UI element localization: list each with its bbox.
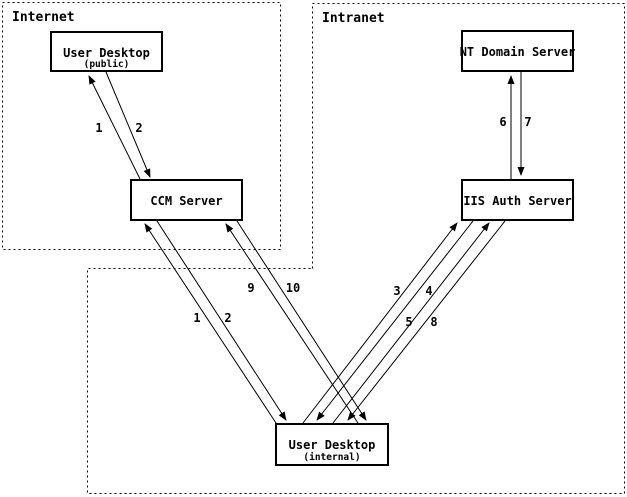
step-label-3: 3: [393, 284, 400, 298]
user-desktop-public-box: [50, 31, 163, 72]
iis-auth-server-title: IIS Auth Server: [463, 194, 571, 208]
flow-step9-line: [225, 223, 359, 424]
step-label-4: 4: [425, 284, 432, 298]
user-desktop-internal-subtitle: (internal): [303, 452, 360, 463]
ccm-server-title: CCM Server: [150, 194, 222, 208]
flow-step4-line: [316, 220, 474, 421]
user-desktop-public-title: User Desktop: [63, 46, 150, 60]
node-user-desktop-internal: User Desktop (internal): [275, 423, 389, 466]
ccm-server-box: [130, 179, 243, 221]
flow-step5-line: [332, 222, 490, 424]
flow-step10-line: [236, 220, 367, 421]
step-label-5: 5: [405, 315, 412, 329]
user-desktop-internal-box: [275, 423, 389, 466]
step-label-2-public: 2: [135, 121, 142, 135]
intranet-and-internal-zone-border: [87, 3, 625, 494]
intranet-zone-label: Intranet: [322, 11, 385, 26]
user-desktop-public-subtitle: (public): [84, 59, 130, 70]
step-label-2-internal: 2: [224, 311, 231, 325]
step-label-6: 6: [499, 115, 506, 129]
step-label-10: 10: [286, 281, 300, 295]
internet-zone-label: Internet: [12, 10, 75, 25]
flow-step2-internal-line: [156, 220, 287, 421]
step-label-8: 8: [430, 315, 437, 329]
step-label-7: 7: [524, 115, 531, 129]
flow-step1-public-line: [88, 75, 141, 180]
nt-domain-server-title: NT Domain Server: [460, 45, 576, 59]
flow-step1-internal-line: [144, 223, 277, 424]
flow-step8-line: [347, 220, 506, 421]
nt-domain-server-box: [461, 30, 574, 72]
iis-auth-server-box: [461, 179, 574, 221]
step-label-1-internal: 1: [193, 311, 200, 325]
node-user-desktop-public: User Desktop (public): [50, 31, 163, 72]
node-ccm-server: CCM Server: [130, 179, 243, 221]
internet-zone-border: [2, 2, 281, 250]
step-label-1-public: 1: [95, 121, 102, 135]
node-nt-domain-server: NT Domain Server: [460, 30, 576, 72]
user-desktop-internal-title: User Desktop: [289, 438, 376, 452]
flow-step3-line: [302, 222, 458, 424]
node-iis-auth-server: IIS Auth Server: [461, 179, 574, 221]
step-label-9: 9: [247, 281, 254, 295]
flow-step2-public-line: [105, 71, 151, 178]
